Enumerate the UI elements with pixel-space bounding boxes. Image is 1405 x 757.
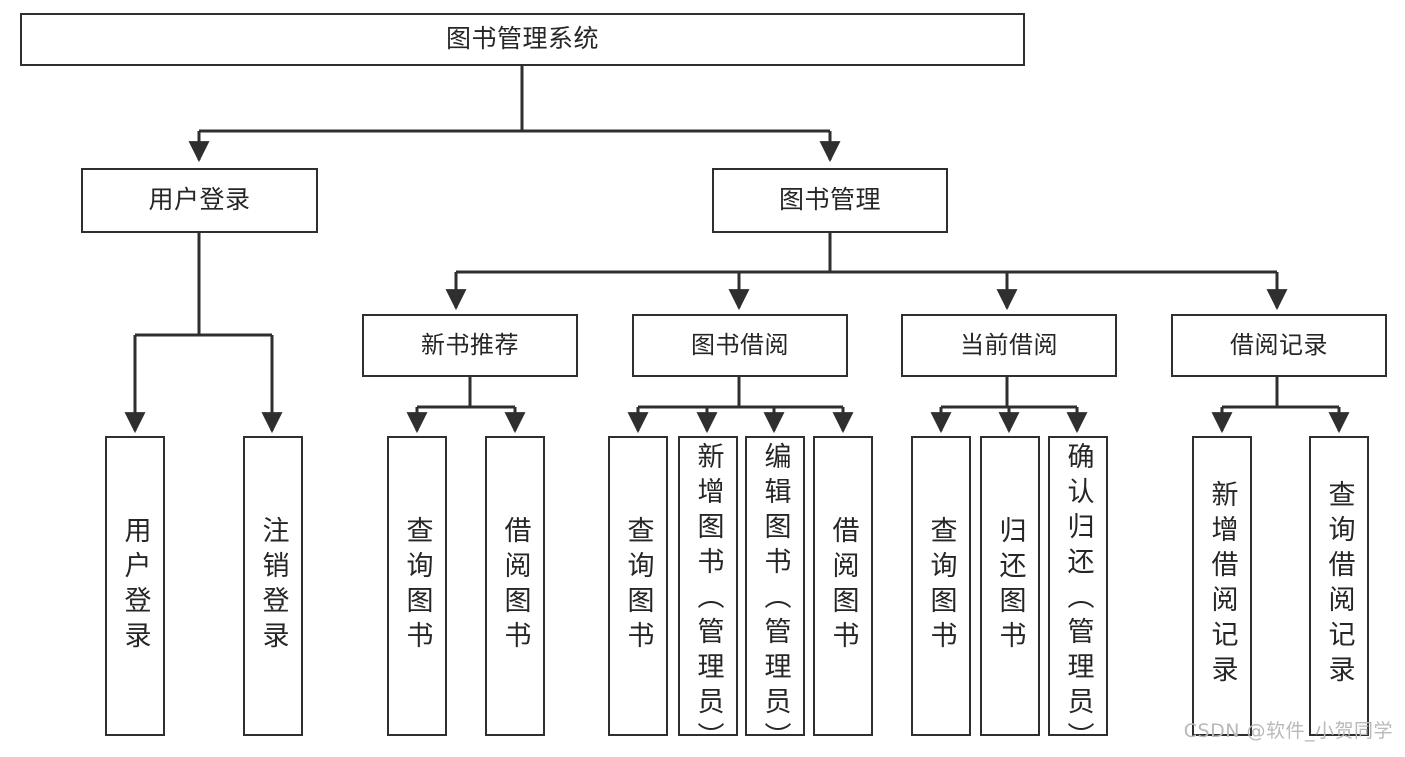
node-label: 新增图书（管理员） <box>692 442 724 757</box>
node-label: 当前借阅 <box>960 330 1058 359</box>
node-label: 用户登录 <box>148 185 251 215</box>
leaf-borrow-book-recommend[interactable]: 借阅图书 <box>485 436 545 736</box>
node-root-book-management-system[interactable]: 图书管理系统 <box>20 13 1025 66</box>
node-label: 查询借阅记录 <box>1323 480 1355 690</box>
node-label: 确认归还（管理员） <box>1062 442 1094 757</box>
node-current-borrow[interactable]: 当前借阅 <box>901 314 1117 377</box>
leaf-return-book[interactable]: 归还图书 <box>980 436 1040 736</box>
node-label: 归还图书 <box>994 516 1026 656</box>
leaf-borrow-book[interactable]: 借阅图书 <box>813 436 873 736</box>
leaf-query-book-recommend[interactable]: 查询图书 <box>387 436 447 736</box>
leaf-edit-book-admin[interactable]: 编辑图书（管理员） <box>745 436 805 757</box>
node-new-book-recommend[interactable]: 新书推荐 <box>362 314 578 377</box>
leaf-query-book-current[interactable]: 查询图书 <box>911 436 971 736</box>
node-label: 图书管理 <box>778 185 881 215</box>
leaf-query-borrow-record[interactable]: 查询借阅记录 <box>1309 436 1369 736</box>
leaf-query-book-borrow[interactable]: 查询图书 <box>608 436 668 736</box>
leaf-user-login[interactable]: 用户登录 <box>105 436 165 736</box>
node-label: 注销登录 <box>257 516 289 656</box>
node-label: 图书借阅 <box>691 330 789 359</box>
node-user-login[interactable]: 用户登录 <box>81 168 318 233</box>
node-label: 借阅图书 <box>499 516 531 656</box>
node-book-borrow[interactable]: 图书借阅 <box>632 314 848 377</box>
node-label: 借阅图书 <box>827 516 859 656</box>
node-label: 查询图书 <box>401 516 433 656</box>
node-label: 编辑图书（管理员） <box>759 442 791 757</box>
leaf-confirm-return-admin[interactable]: 确认归还（管理员） <box>1048 436 1108 757</box>
node-book-management[interactable]: 图书管理 <box>712 168 948 233</box>
node-label: 新增借阅记录 <box>1206 480 1238 690</box>
node-label: 用户登录 <box>119 516 151 656</box>
node-label: 借阅记录 <box>1230 330 1328 359</box>
leaf-logout[interactable]: 注销登录 <box>243 436 303 736</box>
node-label: 查询图书 <box>622 516 654 656</box>
node-label: 查询图书 <box>925 516 957 656</box>
node-label: 图书管理系统 <box>445 24 599 54</box>
watermark: CSDN @软件_小贺同学 <box>1183 720 1393 742</box>
leaf-add-book-admin[interactable]: 新增图书（管理员） <box>678 436 738 757</box>
node-borrow-record[interactable]: 借阅记录 <box>1171 314 1387 377</box>
node-label: 新书推荐 <box>421 330 519 359</box>
leaf-add-borrow-record[interactable]: 新增借阅记录 <box>1192 436 1252 736</box>
